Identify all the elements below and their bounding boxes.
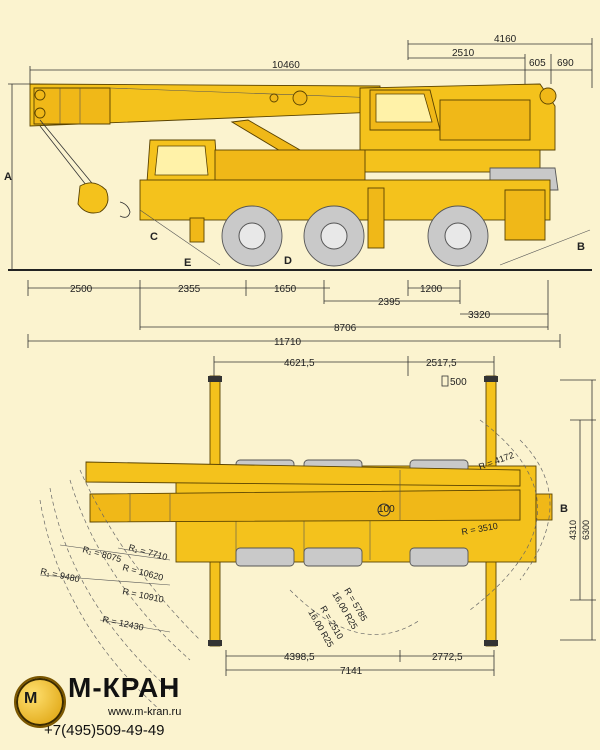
dim-2395: 2395 xyxy=(378,297,401,308)
letter-e: E xyxy=(184,257,191,269)
letter-b: B xyxy=(577,241,585,253)
dim-690: 690 xyxy=(557,58,574,69)
dim-4621: 4621,5 xyxy=(284,358,315,369)
dim-11710: 11710 xyxy=(274,337,302,348)
dim-1200: 1200 xyxy=(420,284,443,295)
dim-2355: 2355 xyxy=(178,284,201,295)
dim-4160: 4160 xyxy=(494,34,517,45)
brand-phone[interactable]: +7(495)509-49-49 xyxy=(44,722,165,739)
swing-arcs xyxy=(39,419,551,711)
wheels xyxy=(221,205,489,267)
dim-3320: 3320 xyxy=(468,310,491,321)
hook xyxy=(39,119,131,218)
letter-c: C xyxy=(150,231,158,243)
dim-4310: 4310 xyxy=(568,520,578,540)
letter-d: D xyxy=(284,255,292,267)
dim-605: 605 xyxy=(529,58,546,69)
dim-100: 100 xyxy=(378,504,395,515)
dim-2510: 2510 xyxy=(452,48,475,59)
brand-name: М-КРАН xyxy=(68,672,181,703)
dim-7141: 7141 xyxy=(340,666,363,677)
dim-2517: 2517,5 xyxy=(426,358,457,369)
radius-8075: R₁ = 8075 xyxy=(81,544,122,564)
letter-a: A xyxy=(4,171,12,183)
brand-logo: M М-КРАН www.m-kran.ru +7(495)509-49-49 xyxy=(8,668,208,748)
dim-500: 500 xyxy=(450,377,467,388)
dim-2772: 2772,5 xyxy=(432,652,463,663)
radius-10910: R = 10910 xyxy=(122,586,165,604)
crane-logo-icon: M xyxy=(14,676,66,728)
dim-4398: 4398,5 xyxy=(284,652,315,663)
side-bottom-dimensions: 2500 2355 1650 1200 2395 3320 8706 11710 xyxy=(27,280,561,348)
side-top-dimensions: 4160 2510 10460 605 690 xyxy=(29,34,593,88)
letter-b-top: B xyxy=(560,503,568,515)
radius-12430: R = 12430 xyxy=(102,614,145,632)
boom xyxy=(29,83,381,127)
dim-8706: 8706 xyxy=(334,323,357,334)
radius-9480: R₁ = 9480 xyxy=(40,566,81,584)
dim-6300: 6300 xyxy=(581,520,591,540)
top-view-dimensions: 4621,5 2517,5 500 4310 6300 B 4398,5 277… xyxy=(213,356,596,677)
outriggers xyxy=(208,375,498,647)
superstructure xyxy=(359,83,559,191)
dim-1650: 1650 xyxy=(274,284,297,295)
radius-10620: R = 10620 xyxy=(121,562,164,582)
boom-top: 100 xyxy=(85,461,553,523)
brand-site[interactable]: www.m-kran.ru xyxy=(108,706,182,718)
radius-7710: R₁ = 7710 xyxy=(127,542,168,562)
logo-mark-text: M xyxy=(24,690,38,707)
dim-10460: 10460 xyxy=(272,60,300,71)
dim-2500: 2500 xyxy=(70,284,93,295)
